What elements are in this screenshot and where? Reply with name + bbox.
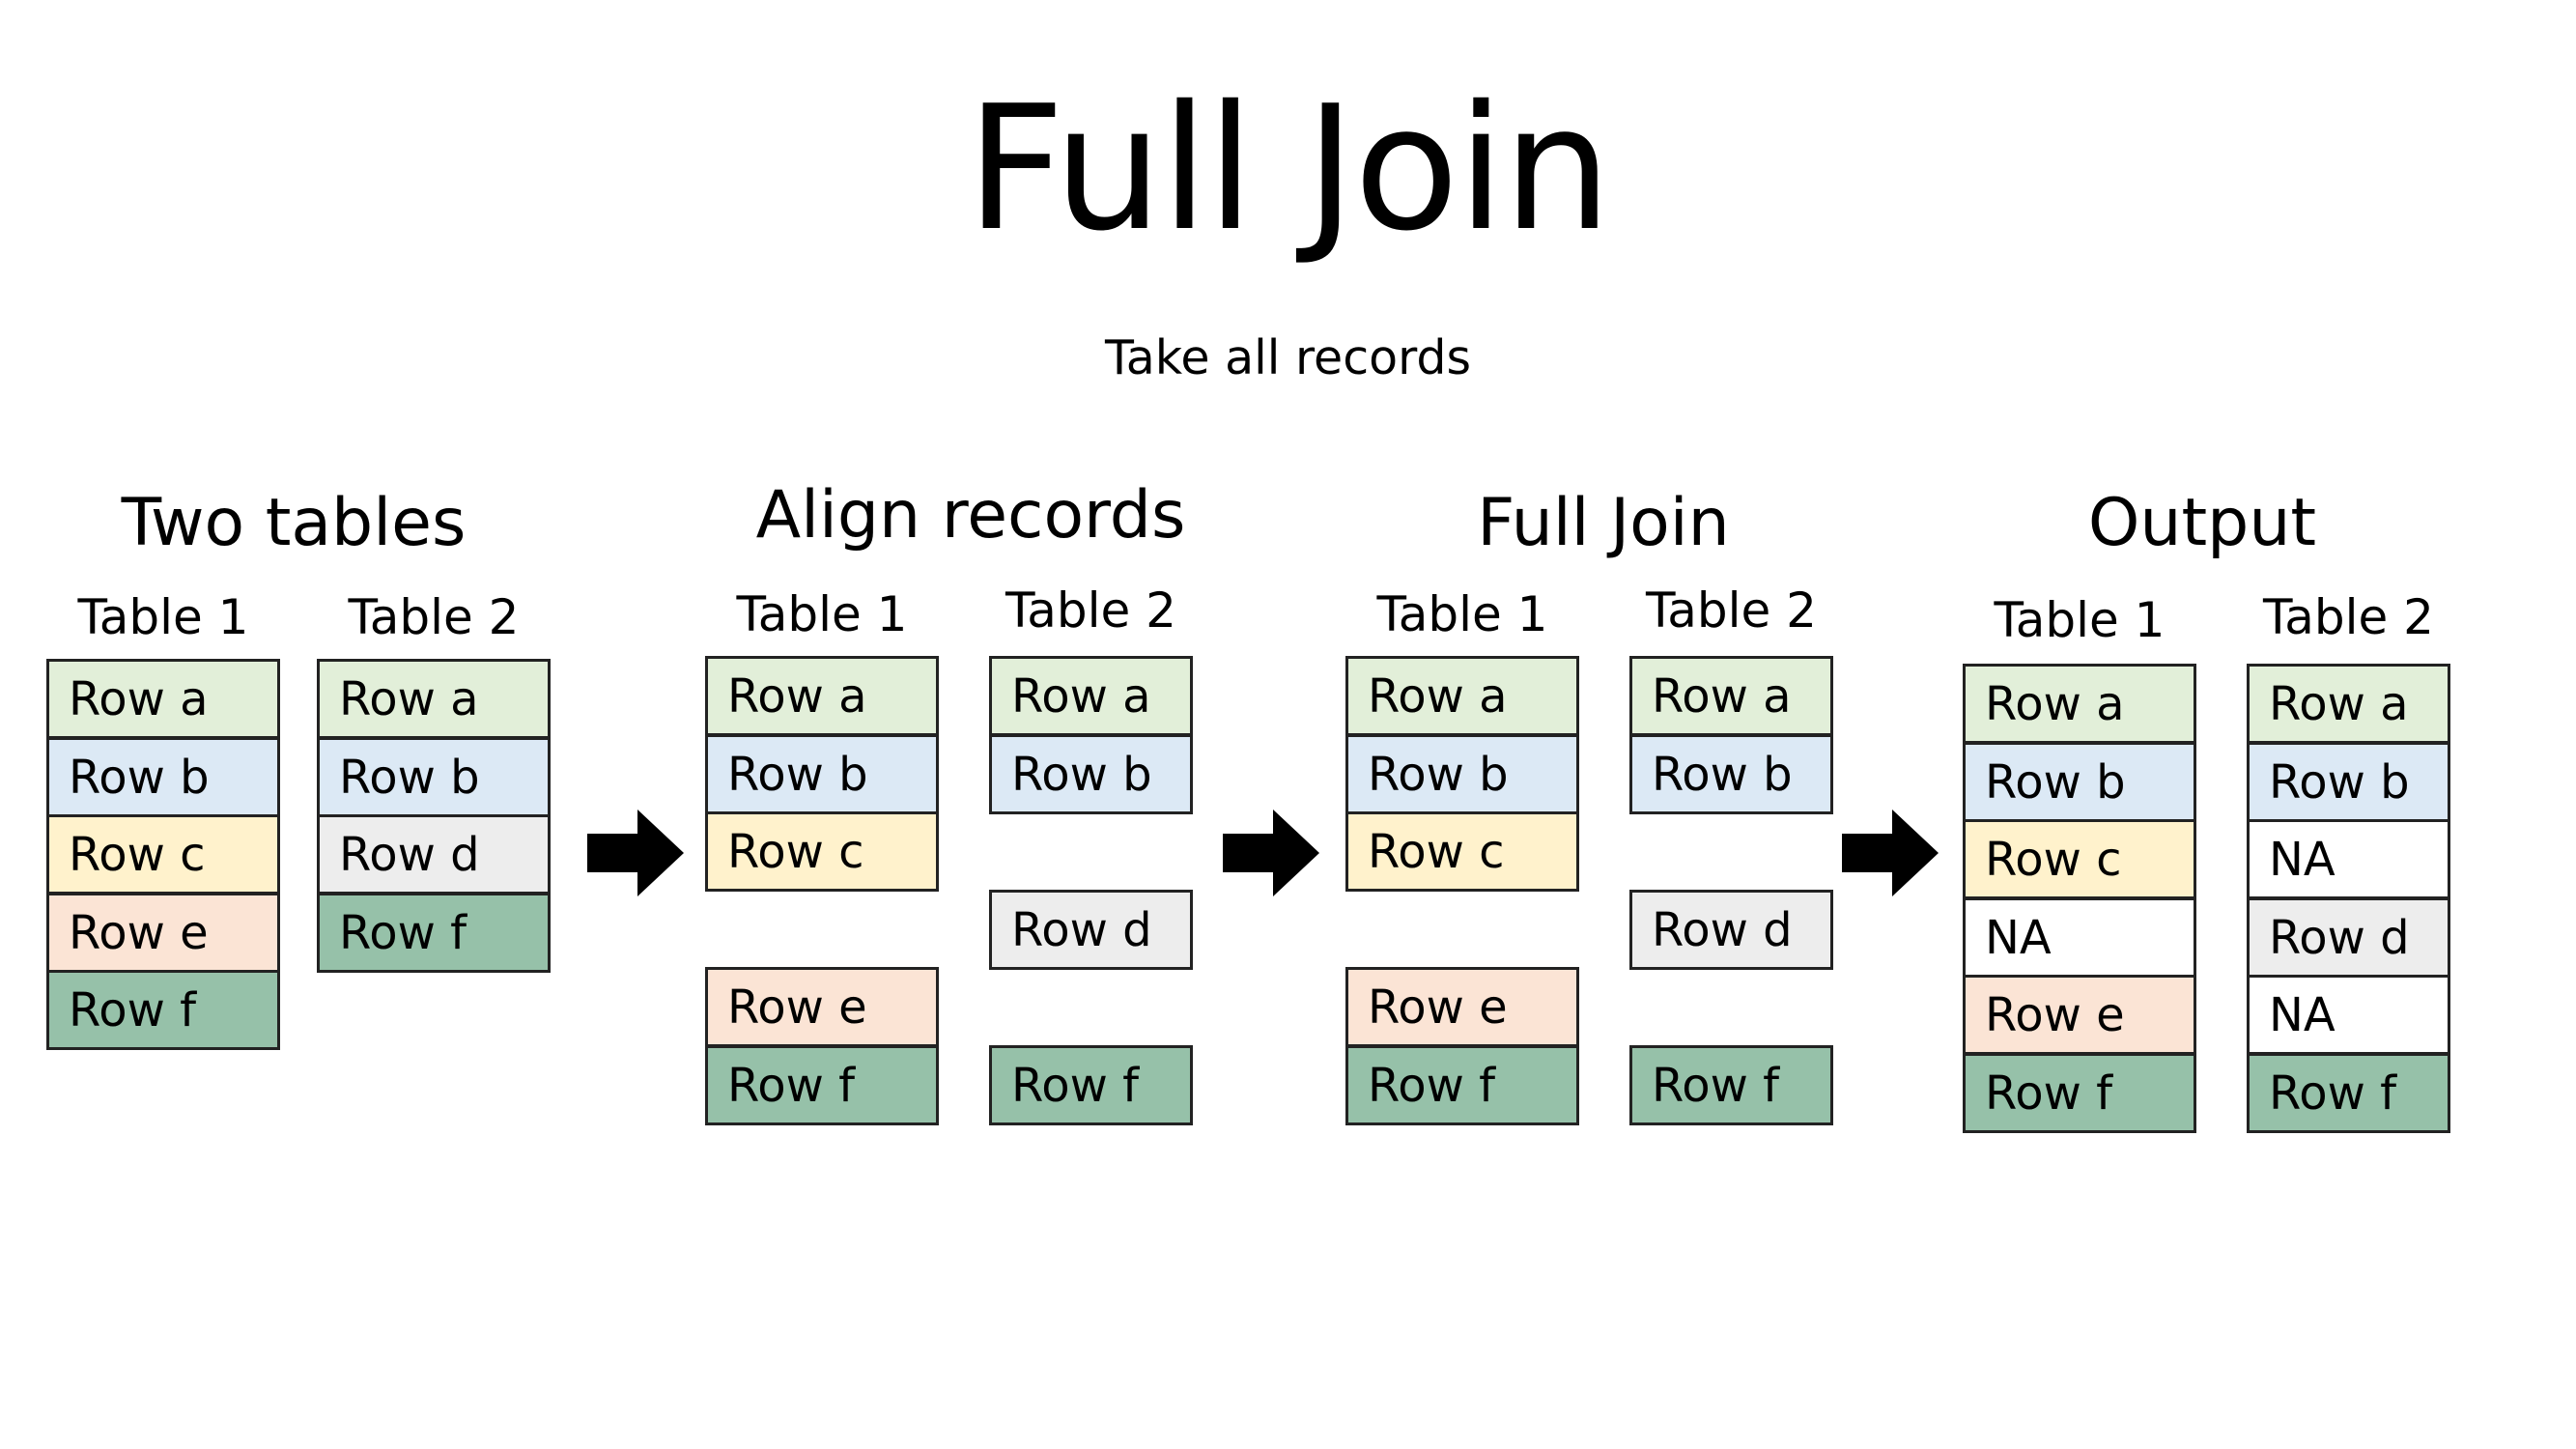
table-row: Row b (705, 734, 939, 814)
table-row: Row a (705, 656, 939, 736)
page-subtitle: Take all records (1104, 330, 1472, 385)
right-arrow-icon (587, 810, 684, 896)
table-row: Row c (1963, 819, 2196, 899)
table-label: Table 1 (1376, 586, 1548, 642)
table-label: Table 2 (1645, 582, 1817, 639)
table-row: Row a (989, 656, 1193, 736)
table-row: Row d (317, 814, 551, 895)
table-row: Row a (2247, 664, 2450, 744)
table-label: Table 1 (1994, 592, 2166, 648)
table-row: Row e (1345, 967, 1579, 1047)
table-row: Row b (317, 737, 551, 817)
right-arrow-icon (1223, 810, 1319, 896)
table-row: Row e (1963, 975, 2196, 1055)
table-row: Row c (1345, 811, 1579, 892)
table-row: Row f (1629, 1045, 1833, 1125)
table-row: NA (2247, 819, 2450, 899)
table-row: Row f (705, 1045, 939, 1125)
table-row: Row f (317, 893, 551, 973)
table-label: Table 1 (77, 589, 249, 645)
table-row: Row b (46, 737, 280, 817)
table-row: Row d (989, 890, 1193, 970)
table-row: Row c (705, 811, 939, 892)
table-row: Row d (1629, 890, 1833, 970)
table-row: Row f (2247, 1053, 2450, 1133)
table-row: NA (1963, 897, 2196, 978)
panel-title: Output (2087, 485, 2317, 561)
page-title: Full Join (966, 69, 1612, 269)
table-label: Table 2 (1005, 582, 1176, 639)
panel-title: Full Join (1477, 485, 1730, 561)
table-row: Row c (46, 814, 280, 895)
table-row: Row b (989, 734, 1193, 814)
table-row: NA (2247, 975, 2450, 1055)
table-label: Table 2 (2262, 589, 2434, 645)
right-arrow-icon (1842, 810, 1939, 896)
table-row: Row e (705, 967, 939, 1047)
table-row: Row b (1345, 734, 1579, 814)
table-row: Row b (1629, 734, 1833, 814)
table-row: Row f (46, 970, 280, 1050)
table-row: Row f (1963, 1053, 2196, 1133)
table-row: Row a (46, 659, 280, 739)
table-row: Row f (989, 1045, 1193, 1125)
panel-title: Two tables (121, 485, 467, 561)
table-row: Row b (2247, 742, 2450, 822)
table-row: Row a (1629, 656, 1833, 736)
table-label: Table 1 (736, 586, 908, 642)
table-row: Row f (1345, 1045, 1579, 1125)
table-row: Row a (1345, 656, 1579, 736)
table-label: Table 2 (348, 589, 520, 645)
panel-title: Align records (755, 477, 1186, 554)
table-row: Row d (2247, 897, 2450, 978)
table-row: Row a (1963, 664, 2196, 744)
table-row: Row b (1963, 742, 2196, 822)
table-row: Row e (46, 893, 280, 973)
table-row: Row a (317, 659, 551, 739)
